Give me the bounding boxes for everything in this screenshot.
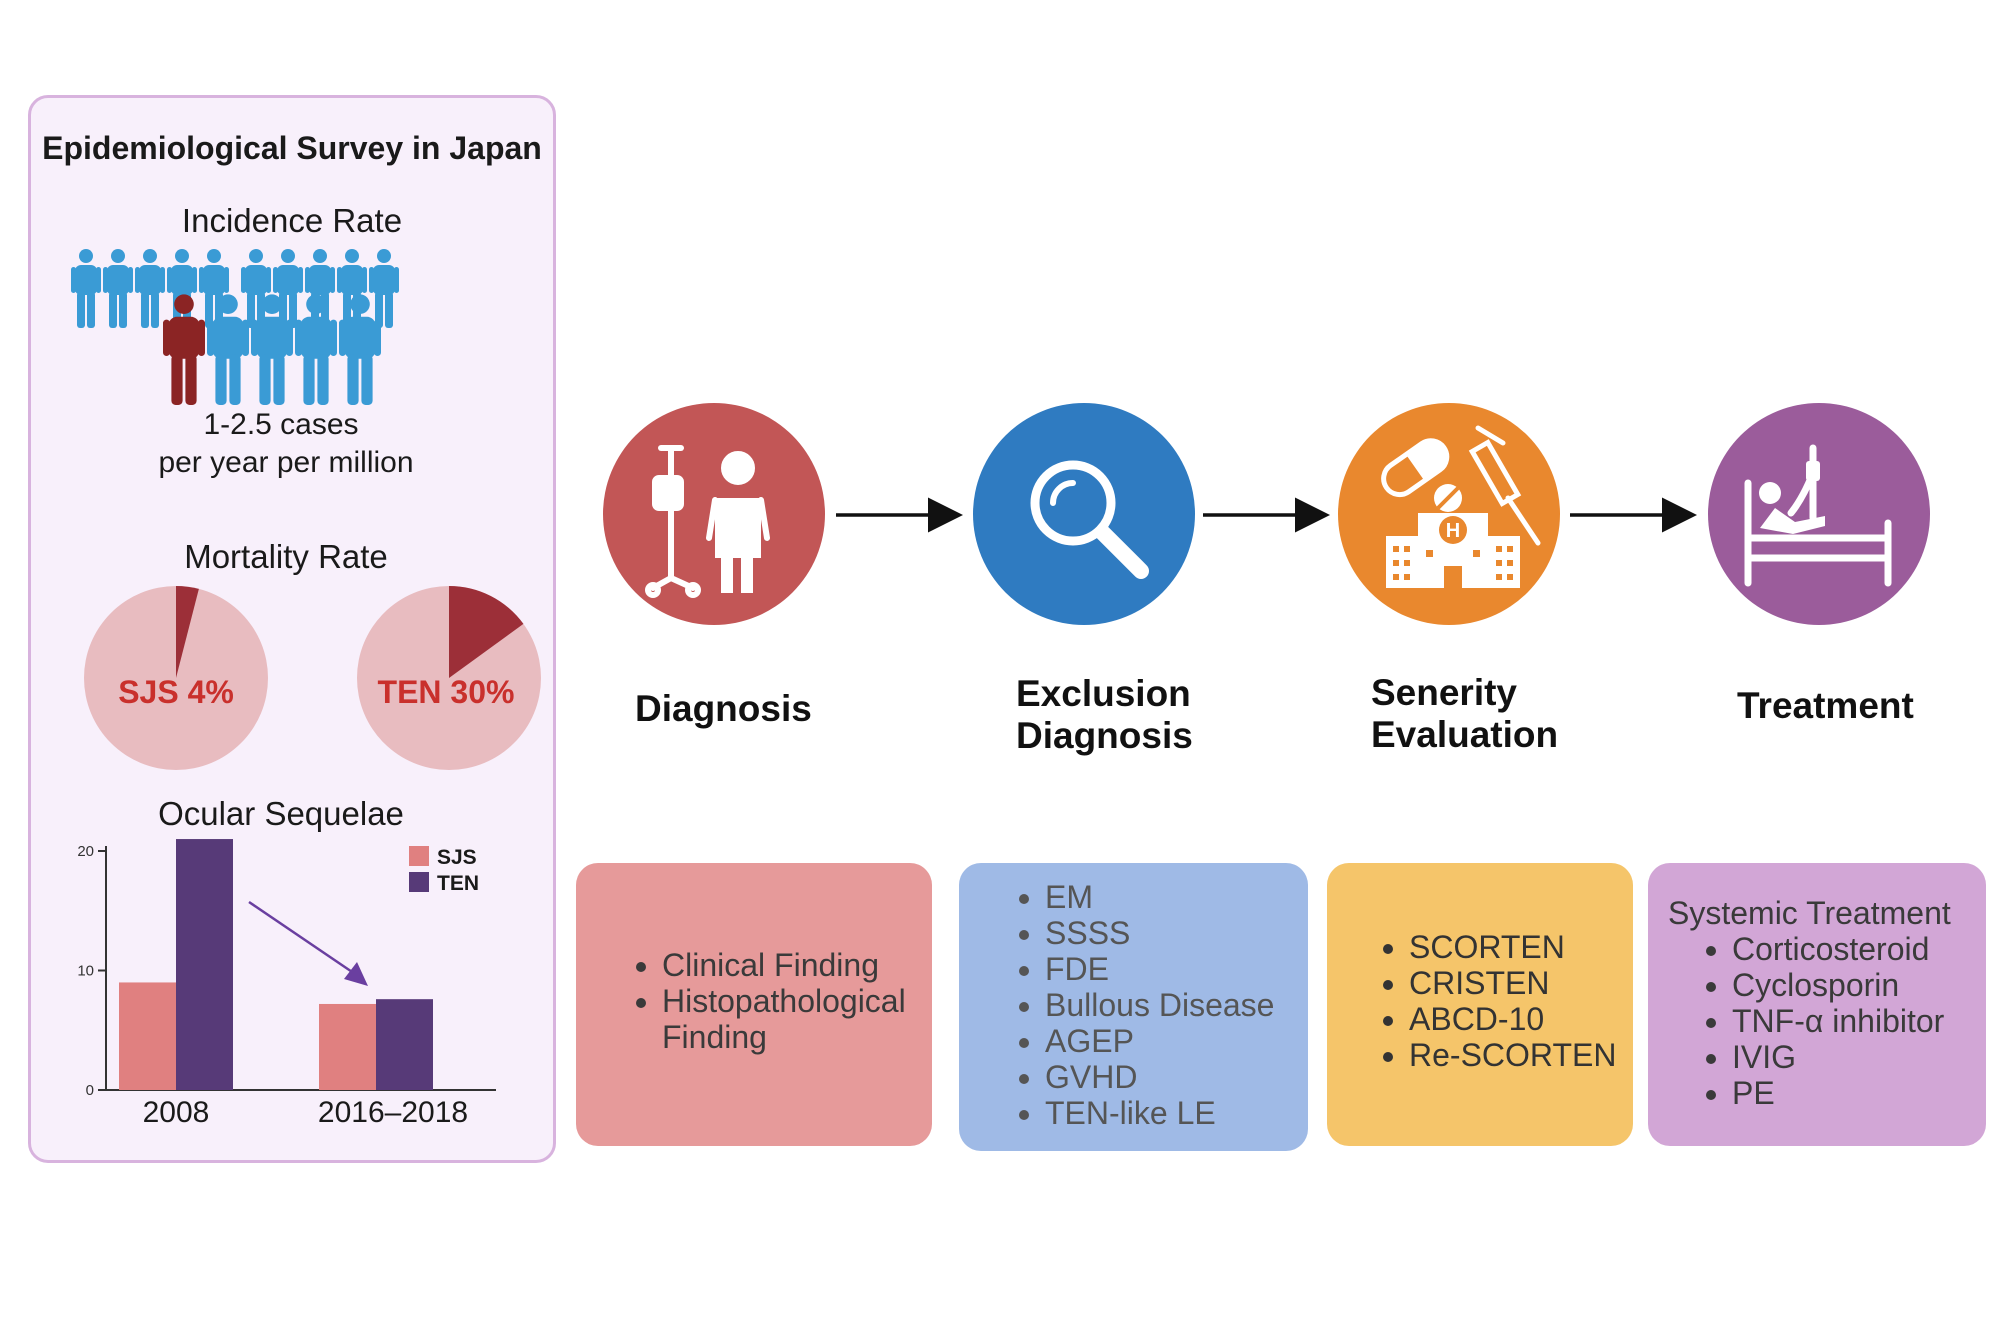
list-item: TNF-α inhibitor [1732,1003,1986,1039]
list-item: Histopathological Finding [662,983,932,1055]
list-item: Corticosteroid [1732,931,1986,967]
incidence-caption-line1: 1-2.5 cases [203,408,359,441]
person-icon [337,249,367,328]
person-icon [207,294,249,405]
list-item: IVIG [1732,1039,1986,1075]
person-icon [241,249,271,328]
y-tick-label: 10 [77,963,94,980]
bar-ten [176,839,233,1090]
svg-text:H: H [1446,520,1460,542]
step-label-severity: Senerity Evaluation [1371,672,1559,755]
list-item: Bullous Disease [1045,987,1308,1023]
person-icon [369,249,399,328]
decrease-trend-arrowhead [344,962,368,986]
sjs-mortality-pie [84,586,268,770]
ocular-sequelae-chart: 0 10 20 2008 2016–2018 SJS TEN [77,839,496,1129]
panel-title: Epidemiological Survey in Japan [42,130,542,166]
ten-mortality-pie [357,586,541,770]
y-tick-label: 0 [86,1082,94,1099]
step-label-exclusion: Exclusion Diagnosis [1016,673,1193,756]
severity-step-circle: H [1338,403,1560,625]
person-icon [135,249,165,328]
person-icon [305,249,335,328]
bar-sjs [119,982,176,1090]
bar-ten [376,999,433,1090]
diagnosis-detail-box: Clinical Finding Histopathological Findi… [576,863,932,1146]
person-icon [199,249,229,328]
decrease-trend-arrow [248,900,362,980]
pie-slice [176,586,199,678]
treatment-detail-box: Systemic Treatment Corticosteroid Cyclos… [1648,863,1986,1146]
incidence-title: Incidence Rate [181,202,403,239]
ten-pie-label: TEN 30% [377,674,515,710]
list-item: SSSS [1045,915,1308,951]
list-item: TEN-like LE [1045,1095,1308,1131]
person-icon [103,249,133,328]
list-item: Cyclosporin [1732,967,1986,1003]
flow-arrows [836,497,1697,533]
list-item: Re-SCORTEN [1409,1037,1633,1073]
epidemiology-panel: Epidemiological Survey in Japan Incidenc… [28,95,556,1163]
magnifier-icon [1030,460,1149,579]
sjs-pie-label: SJS 4% [118,674,234,710]
legend-label: SJS [437,846,477,869]
person-icon [273,249,303,328]
list-item: PE [1732,1075,1986,1111]
step-label-diagnosis: Diagnosis [635,688,812,729]
severity-detail-box: SCORTEN CRISTEN ABCD-10 Re-SCORTEN [1327,863,1633,1146]
diagnosis-step-circle [603,403,825,625]
x-tick-label: 2008 [143,1096,210,1129]
legend-label: TEN [437,872,479,895]
list-item: Clinical Finding [662,947,932,983]
person-icon [167,249,197,328]
incidence-caption-line2: per year per million [158,446,414,479]
list-item: FDE [1045,951,1308,987]
list-item: SCORTEN [1409,929,1633,965]
exclusion-detail-box: EM SSSS FDE Bullous Disease AGEP GVHD TE… [959,863,1308,1151]
list-item: AGEP [1045,1023,1308,1059]
pie-slice [449,586,524,678]
legend-swatch [409,872,429,892]
step-label-treatment: Treatment [1737,685,1914,726]
y-tick-label: 20 [77,843,94,860]
person-icon [71,249,101,328]
person-icon [295,294,337,405]
bar-sjs [319,1003,376,1090]
list-item: GVHD [1045,1059,1308,1095]
list-item: ABCD-10 [1409,1001,1633,1037]
mortality-title: Mortality Rate [184,538,388,575]
mortality-pies [84,586,541,770]
list-item: EM [1045,879,1308,915]
highlighted-person-icon [163,294,205,405]
x-tick-label: 2016–2018 [318,1096,468,1129]
treatment-step-circle [1708,403,1930,625]
list-item: CRISTEN [1409,965,1633,1001]
hospital-medicine-icon: H [1381,425,1541,588]
treatment-heading: Systemic Treatment [1668,895,1951,931]
hospital-bed-icon [1744,444,1892,587]
legend-swatch [409,846,429,866]
ocular-title: Ocular Sequelae [158,795,404,832]
exclusion-step-circle [973,403,1195,625]
iv-patient-icon [645,445,770,598]
